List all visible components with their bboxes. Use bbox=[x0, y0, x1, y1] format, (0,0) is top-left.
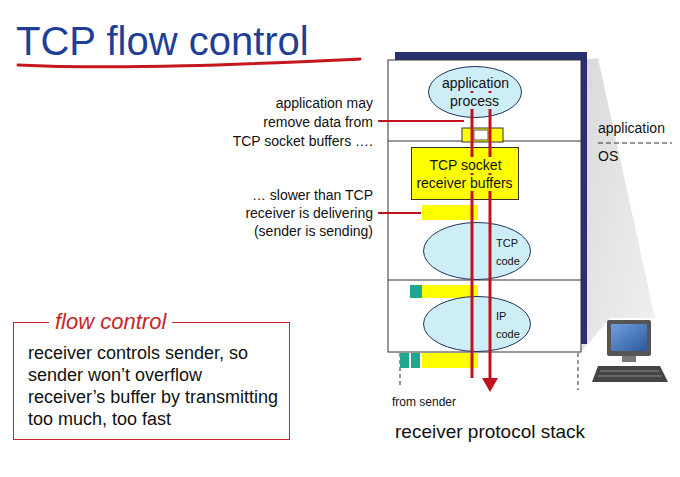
ellipse-shape bbox=[429, 67, 522, 118]
label-holder: application bbox=[598, 119, 665, 137]
protocol-stack-box bbox=[388, 60, 581, 352]
text-wrap: TCP code bbox=[496, 233, 526, 269]
monitor-stand bbox=[622, 356, 636, 362]
buffer-box: TCP socket receiver buffers bbox=[411, 147, 519, 200]
node-text: TCP socket receiver buffers bbox=[416, 157, 513, 191]
data-segment bbox=[422, 205, 478, 220]
header-segment bbox=[411, 353, 420, 368]
monitor-frame bbox=[607, 320, 651, 356]
layer-name: TCP code bbox=[496, 237, 520, 267]
process-ellipse: application process bbox=[428, 66, 522, 118]
dashed-edge bbox=[578, 353, 579, 390]
header-segment bbox=[400, 353, 409, 368]
key-row bbox=[600, 371, 659, 372]
definition-box: flow control receiver controls sender, so… bbox=[13, 308, 290, 440]
text-holder: IP code bbox=[496, 296, 526, 352]
box-body: receiver controls sender, so sender won’… bbox=[28, 343, 278, 429]
layer-name: IP code bbox=[496, 310, 520, 340]
text-wrap: TCP socket receiver buffers bbox=[415, 156, 515, 192]
slide-title: TCP flow control bbox=[16, 19, 309, 63]
stack-caption: receiver protocol stack bbox=[395, 421, 585, 442]
title-holder: TCP flow control bbox=[16, 17, 309, 65]
callout-note: application may remove data from TCP soc… bbox=[233, 95, 373, 149]
node-text: application process bbox=[441, 75, 509, 109]
text-holder: application process bbox=[428, 66, 522, 118]
node-outline bbox=[423, 222, 531, 280]
header-segment bbox=[410, 285, 422, 298]
box-heading: flow control bbox=[49, 309, 172, 334]
node-outline bbox=[428, 66, 522, 118]
heading-holder: flow control bbox=[49, 308, 172, 336]
app-os-divider bbox=[598, 143, 672, 144]
socket-tab bbox=[462, 128, 503, 142]
ellipse-shape bbox=[424, 223, 531, 280]
layer-ellipse: IP code bbox=[423, 296, 531, 352]
socket-slot bbox=[474, 130, 488, 140]
text-holder: TCP code bbox=[496, 222, 526, 280]
body-holder: receiver controls sender, so sender won’… bbox=[28, 342, 281, 430]
layer-label: OS bbox=[598, 148, 618, 164]
text-holder: TCP socket receiver buffers bbox=[411, 147, 519, 200]
text-wrap: application process bbox=[436, 74, 514, 110]
arrow-head bbox=[482, 378, 498, 392]
key-row bbox=[598, 376, 662, 377]
monitor-screen bbox=[611, 324, 647, 351]
layer-label: application bbox=[598, 120, 665, 136]
leader-line bbox=[378, 212, 421, 214]
node-outline bbox=[411, 147, 519, 200]
rect-shape bbox=[412, 148, 519, 200]
ellipse-shape bbox=[424, 297, 531, 352]
node-outline bbox=[423, 296, 531, 352]
zoom-wedge bbox=[581, 58, 655, 352]
label-holder: OS bbox=[598, 147, 618, 165]
leader-line bbox=[378, 120, 464, 122]
label-holder: from sender bbox=[392, 392, 456, 410]
callout-note: … slower than TCP receiver is delivering… bbox=[245, 187, 373, 239]
data-segment bbox=[422, 353, 478, 368]
label-holder: … slower than TCP receiver is delivering… bbox=[243, 186, 373, 240]
label-holder: receiver protocol stack bbox=[395, 420, 585, 443]
label-holder: application may remove data from TCP soc… bbox=[232, 94, 373, 151]
keyboard bbox=[592, 366, 668, 382]
layer-ellipse: TCP code bbox=[423, 222, 531, 280]
text-wrap: IP code bbox=[496, 306, 526, 342]
source-label: from sender bbox=[392, 395, 456, 409]
data-segment bbox=[422, 285, 478, 298]
